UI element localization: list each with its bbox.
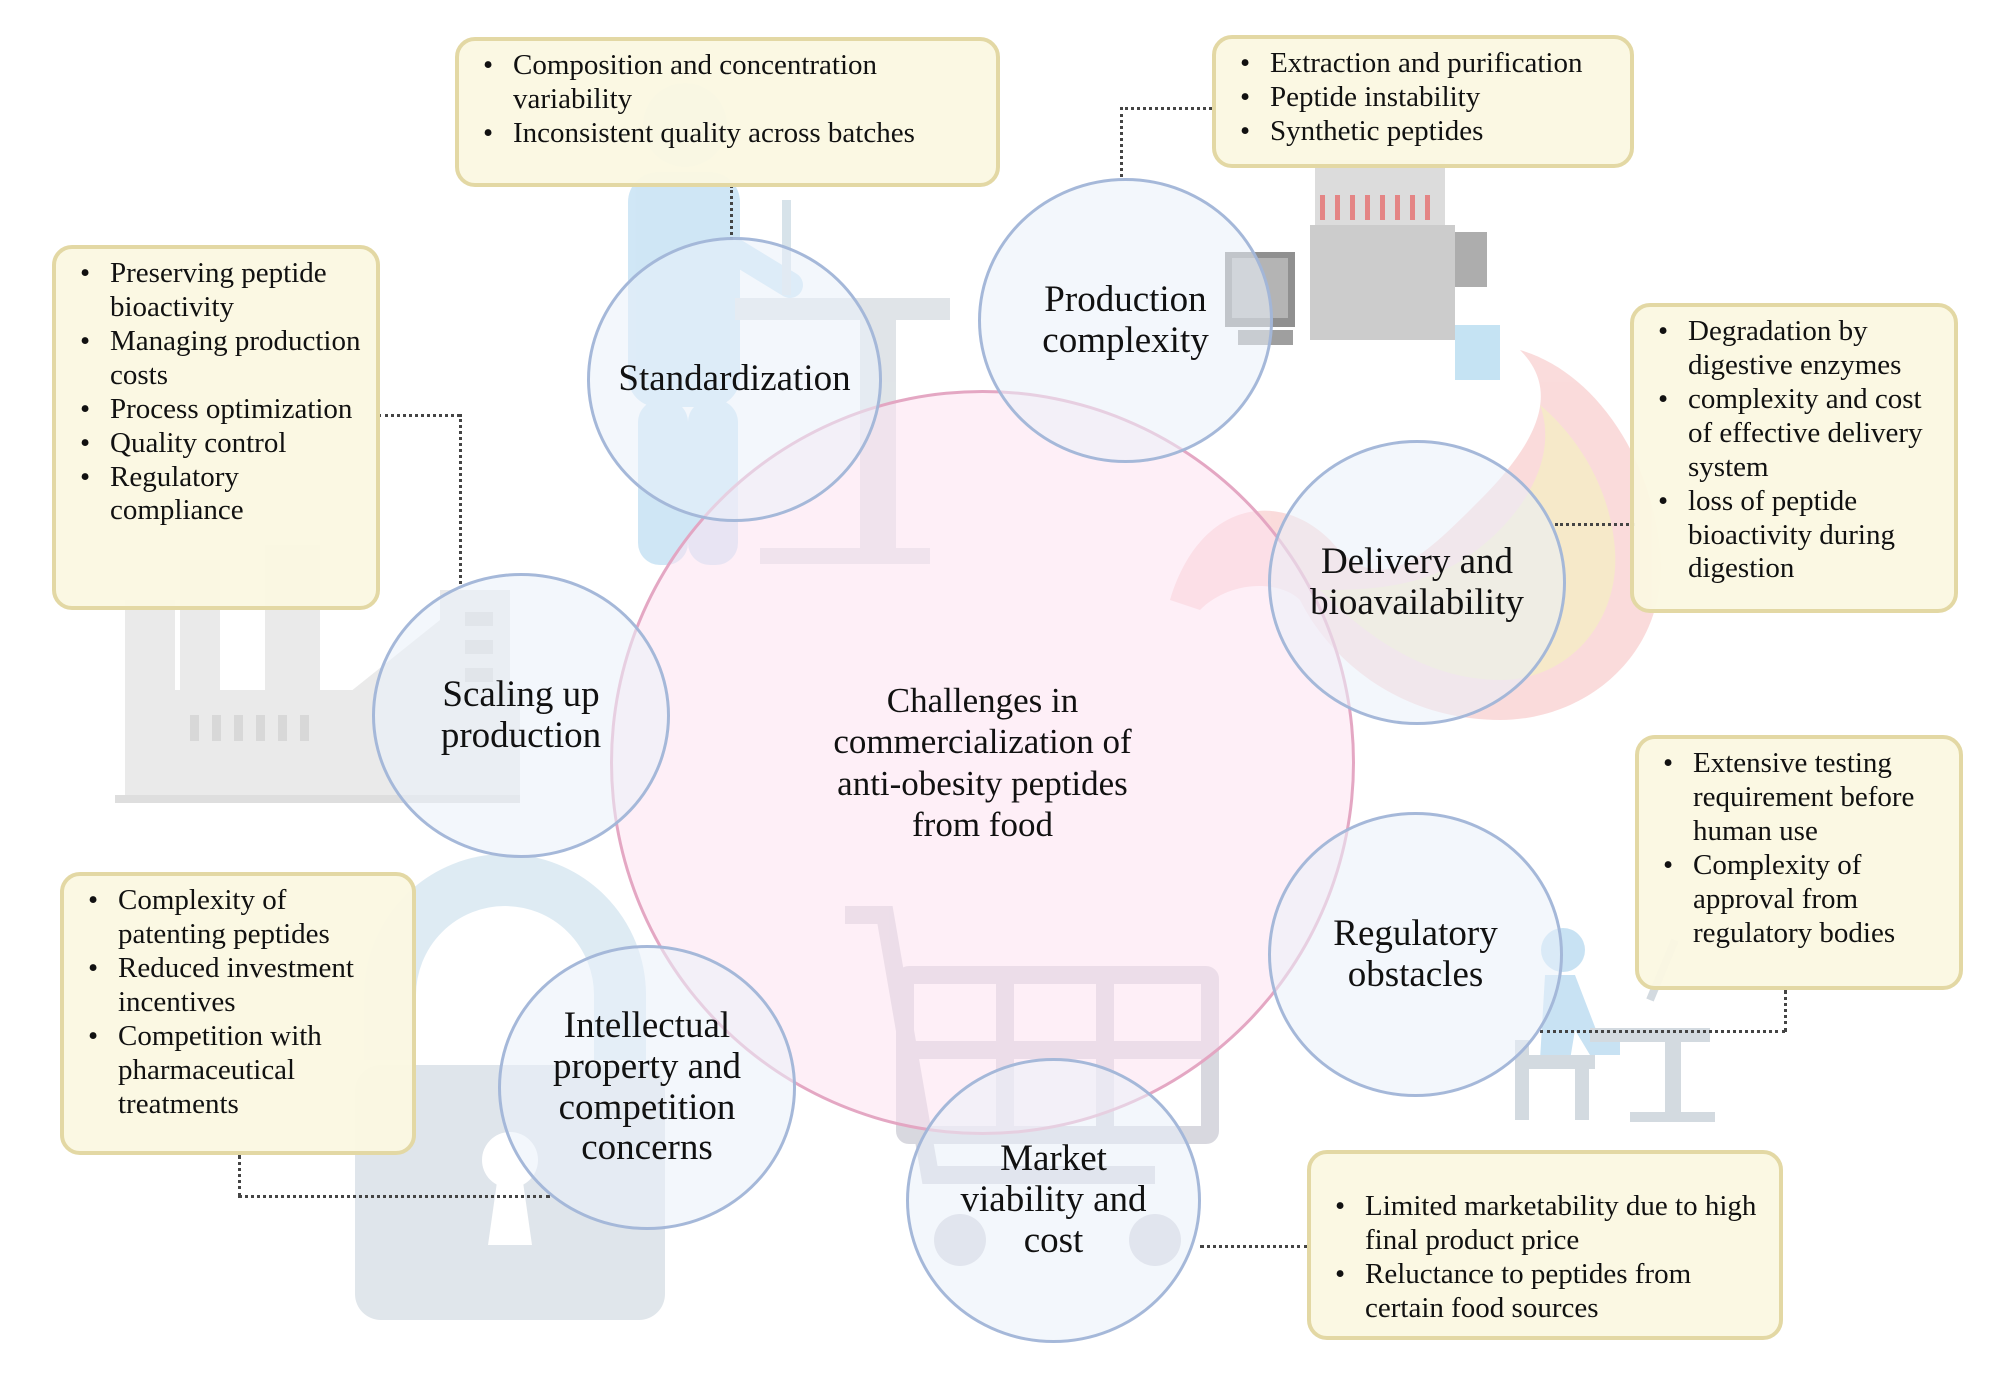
list-item: Peptide instability xyxy=(1240,81,1618,115)
central-topic-label: Challenges in commercialization of anti-… xyxy=(833,680,1132,844)
node-delivery-bioavailability: Delivery and bioavailability xyxy=(1268,440,1566,725)
connector-regulatory xyxy=(1540,1030,1785,1033)
connector-ip xyxy=(238,1155,241,1197)
list-item: loss of peptide bioactivity during diges… xyxy=(1658,485,1942,587)
list-item: Synthetic peptides xyxy=(1240,115,1618,149)
connector-delivery xyxy=(1555,523,1635,526)
list-item: Preserving peptide bioactivity xyxy=(80,257,364,325)
box-intellectual-property: Complexity of patenting peptides Reduced… xyxy=(60,872,416,1155)
box-standardization: Composition and concentration variabilit… xyxy=(455,37,1000,187)
node-scaling-up: Scaling up production xyxy=(372,573,670,858)
box-scaling: Preserving peptide bioactivity Managing … xyxy=(52,245,380,610)
list-item: Regulatory compliance xyxy=(80,461,364,529)
connector-production xyxy=(1120,107,1212,110)
node-delivery-label: Delivery and bioavailability xyxy=(1310,540,1524,623)
connector-production-v xyxy=(1120,107,1123,177)
list-item: Complexity of approval from regulatory b… xyxy=(1663,849,1947,951)
node-regulatory-label: Regulatory obstacles xyxy=(1333,912,1498,995)
node-production-complexity-label: Production complexity xyxy=(1042,278,1209,361)
connector-standardization xyxy=(730,185,733,240)
connector-scaling xyxy=(378,414,460,417)
list-item: Managing production costs xyxy=(80,325,364,393)
node-production-complexity: Production complexity xyxy=(978,178,1273,463)
box-delivery: Degradation by digestive enzymes complex… xyxy=(1630,303,1958,613)
connector-ip-h xyxy=(238,1195,550,1198)
box-regulatory: Extensive testing requirement before hum… xyxy=(1635,735,1963,990)
box-market: Limited marketability due to high final … xyxy=(1307,1150,1783,1340)
node-standardization-label: Standardization xyxy=(618,358,851,400)
list-item: Process optimization xyxy=(80,393,364,427)
node-scaling-label: Scaling up production xyxy=(440,673,602,756)
connector-scaling-v xyxy=(459,414,462,584)
node-regulatory-obstacles: Regulatory obstacles xyxy=(1268,812,1563,1097)
list-item: Extensive testing requirement before hum… xyxy=(1663,747,1947,849)
list-item: complexity and cost of effective deliver… xyxy=(1658,383,1942,485)
connector-market xyxy=(1200,1245,1308,1248)
node-intellectual-property: Intellectual property and competition co… xyxy=(498,945,796,1230)
list-item: Extraction and purification xyxy=(1240,47,1618,81)
node-market-label: Market viability and cost xyxy=(960,1138,1147,1261)
list-item: Inconsistent quality across batches xyxy=(483,117,984,151)
node-standardization: Standardization xyxy=(587,237,882,522)
node-ip-label: Intellectual property and competition co… xyxy=(552,1005,742,1169)
list-item: Limited marketability due to high final … xyxy=(1335,1190,1767,1258)
list-item: Reluctance to peptides from certain food… xyxy=(1335,1258,1767,1326)
list-item: Reduced investment incentives xyxy=(88,952,400,1020)
list-item: Degradation by digestive enzymes xyxy=(1658,315,1942,383)
list-item: Complexity of patenting peptides xyxy=(88,884,400,952)
box-production: Extraction and purification Peptide inst… xyxy=(1212,35,1634,168)
list-item: Quality control xyxy=(80,427,364,461)
connector-regulatory-v xyxy=(1784,990,1787,1032)
node-market-viability: Market viability and cost xyxy=(906,1058,1201,1343)
list-item: Competition with pharmaceutical treatmen… xyxy=(88,1020,400,1122)
list-item: Composition and concentration variabilit… xyxy=(483,49,984,117)
